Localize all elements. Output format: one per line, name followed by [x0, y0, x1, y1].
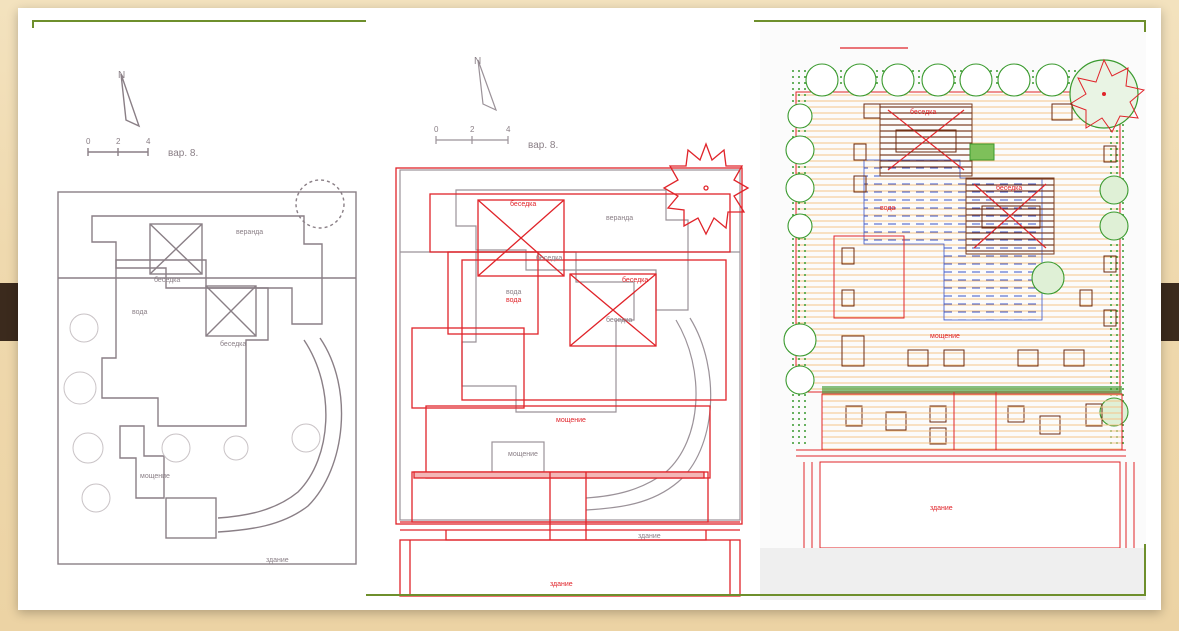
slide-card: N 0 2 4 вар. 8. веранда беседка беседка … — [18, 8, 1161, 610]
sketch-entry-block — [165, 497, 217, 539]
plan-drawing: беседка беседка вода мощение здание — [783, 47, 1146, 548]
plan-paving-label: мощение — [930, 333, 960, 340]
plan-pavilion-2 — [965, 177, 1055, 255]
sketch-water-label: вода — [132, 309, 147, 316]
sketch-north-label: N — [118, 70, 125, 81]
plan-big-tree-icon — [1068, 58, 1146, 133]
plan-pavilion-2-label: беседка — [996, 184, 1022, 192]
overlay-pavilion-2-red-label: беседка — [622, 276, 648, 284]
overlay-pavilion-1-red-label: беседка — [510, 200, 536, 208]
sketch-site-border — [57, 191, 357, 565]
overlay-scale-2: 2 — [470, 125, 475, 134]
sketch-pavilion-1 — [149, 223, 203, 275]
overlay-pavilion-2-gray-label: беседка — [606, 316, 632, 324]
overlay-drawing: N 0 2 4 вар. 8. веранда беседка беседка … — [395, 56, 750, 597]
overlay-scale-4: 4 — [506, 125, 511, 134]
overlay-north-arrow — [477, 59, 498, 112]
plan-pavilion-1-label: беседка — [910, 108, 936, 116]
plan-trees-left — [783, 103, 817, 395]
sketch-veranda-label: веранда — [236, 229, 263, 236]
sketch-drawing: N 0 2 4 вар. 8. веранда беседка беседка … — [57, 70, 357, 565]
overlay-veranda-label: веранда — [606, 215, 633, 222]
plan-footer-strip — [760, 548, 1146, 600]
sketch-scale-2: 2 — [116, 137, 121, 146]
sketch-pavilion-1-label: беседка — [154, 276, 180, 284]
sketch-scale-4: 4 — [146, 137, 151, 146]
frame-bottom — [366, 594, 1146, 596]
sketch-pavilion-2 — [205, 285, 257, 337]
frame-top-left-tick — [32, 20, 34, 28]
overlay-red-pavilion-2 — [569, 273, 657, 347]
overlay-panel: N 0 2 4 вар. 8. веранда беседка беседка … — [366, 20, 756, 600]
overlay-variant-label: вар. 8. — [528, 140, 558, 151]
plan-water-label: вода — [880, 205, 895, 212]
sketch-paving-label: мощение — [140, 473, 170, 480]
overlay-scale-0: 0 — [434, 125, 439, 134]
plan-trees-top-row — [805, 63, 1069, 97]
plan-building-label: здание — [930, 505, 953, 512]
overlay-pavilion-1-gray-label: беседка — [536, 254, 562, 262]
overlay-north-label: N — [474, 56, 481, 67]
plan-lower-terrace — [821, 393, 1123, 451]
sketch-panel: N 0 2 4 вар. 8. веранда беседка беседка … — [36, 28, 366, 598]
overlay-red-border — [395, 167, 743, 525]
overlay-water-gray-label: вода — [506, 289, 521, 296]
overlay-building-gray-label: здание — [638, 533, 661, 540]
sketch-curved-path — [217, 339, 327, 519]
overlay-paving-red-label: мощение — [556, 417, 586, 424]
frame-bottom-right-tick — [1144, 544, 1146, 596]
overlay-building-red-label: здание — [550, 581, 573, 588]
frame-top-right — [754, 20, 1146, 22]
overlay-red-pavilion-1 — [477, 199, 565, 277]
sketch-scale-0: 0 — [86, 137, 91, 146]
plan-building — [819, 461, 1121, 548]
sketch-scale-bar — [87, 148, 149, 156]
plan-panel: беседка беседка вода мощение здание — [760, 20, 1146, 548]
sketch-pavilion-2-label: беседка — [220, 340, 246, 348]
plan-pavilion-1 — [879, 103, 973, 177]
sketch-building-label: здание — [266, 557, 289, 564]
sketch-variant-label: вар. 8. — [168, 148, 198, 159]
overlay-spiky-tree-icon — [662, 142, 750, 236]
sketch-veranda-outline — [91, 215, 323, 325]
overlay-red-building — [399, 539, 741, 597]
frame-top-right-tick — [1144, 20, 1146, 32]
overlay-paving-gray-label: мощение — [508, 451, 538, 458]
frame-top-left — [32, 20, 366, 22]
sketch-north-arrow — [120, 73, 141, 128]
overlay-water-red-label: вода — [506, 297, 521, 304]
sketch-paving-path — [119, 425, 165, 499]
overlay-scale-bar — [435, 136, 509, 144]
sketch-tree-icon — [295, 179, 345, 229]
